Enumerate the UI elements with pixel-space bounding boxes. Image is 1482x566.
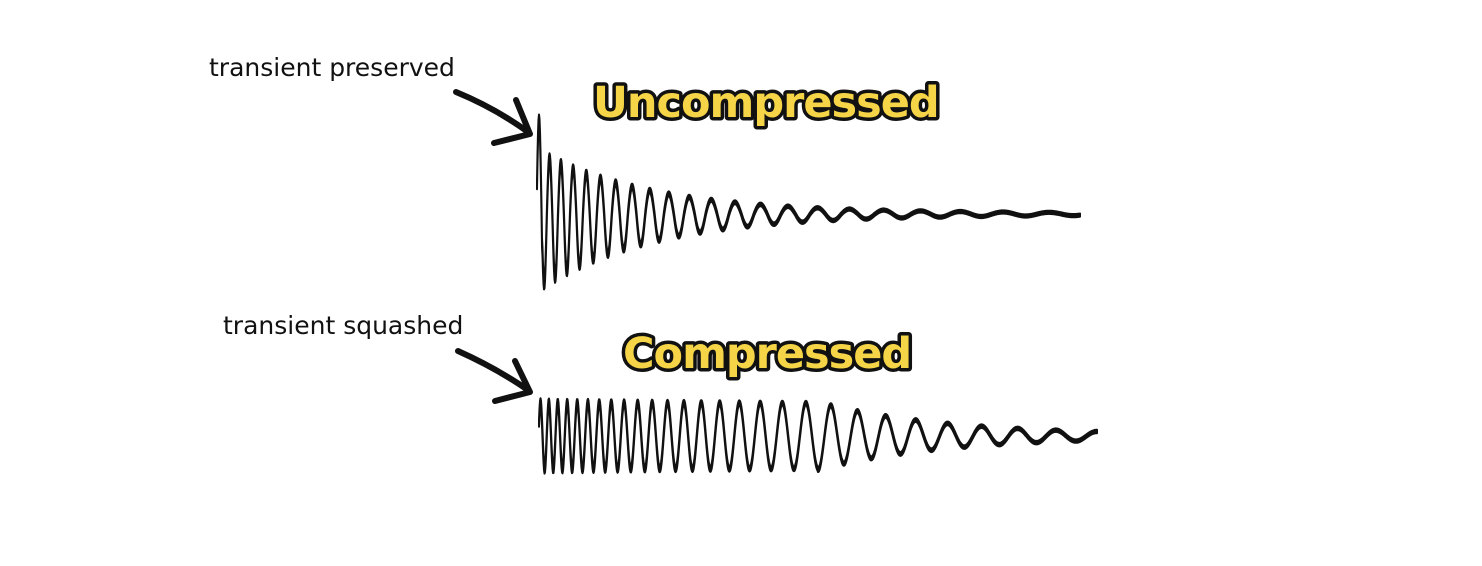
arrow-transient-preserved [453, 89, 533, 146]
waveform-uncompressed [536, 113, 1081, 291]
label-transient-preserved: transient preserved [209, 53, 455, 82]
waveform-compressed [538, 397, 1098, 475]
title-uncompressed: Uncompressed [593, 78, 939, 128]
title-compressed: Compressed [623, 329, 911, 379]
label-transient-squashed: transient squashed [223, 311, 463, 340]
arrow-transient-squashed [455, 348, 533, 404]
